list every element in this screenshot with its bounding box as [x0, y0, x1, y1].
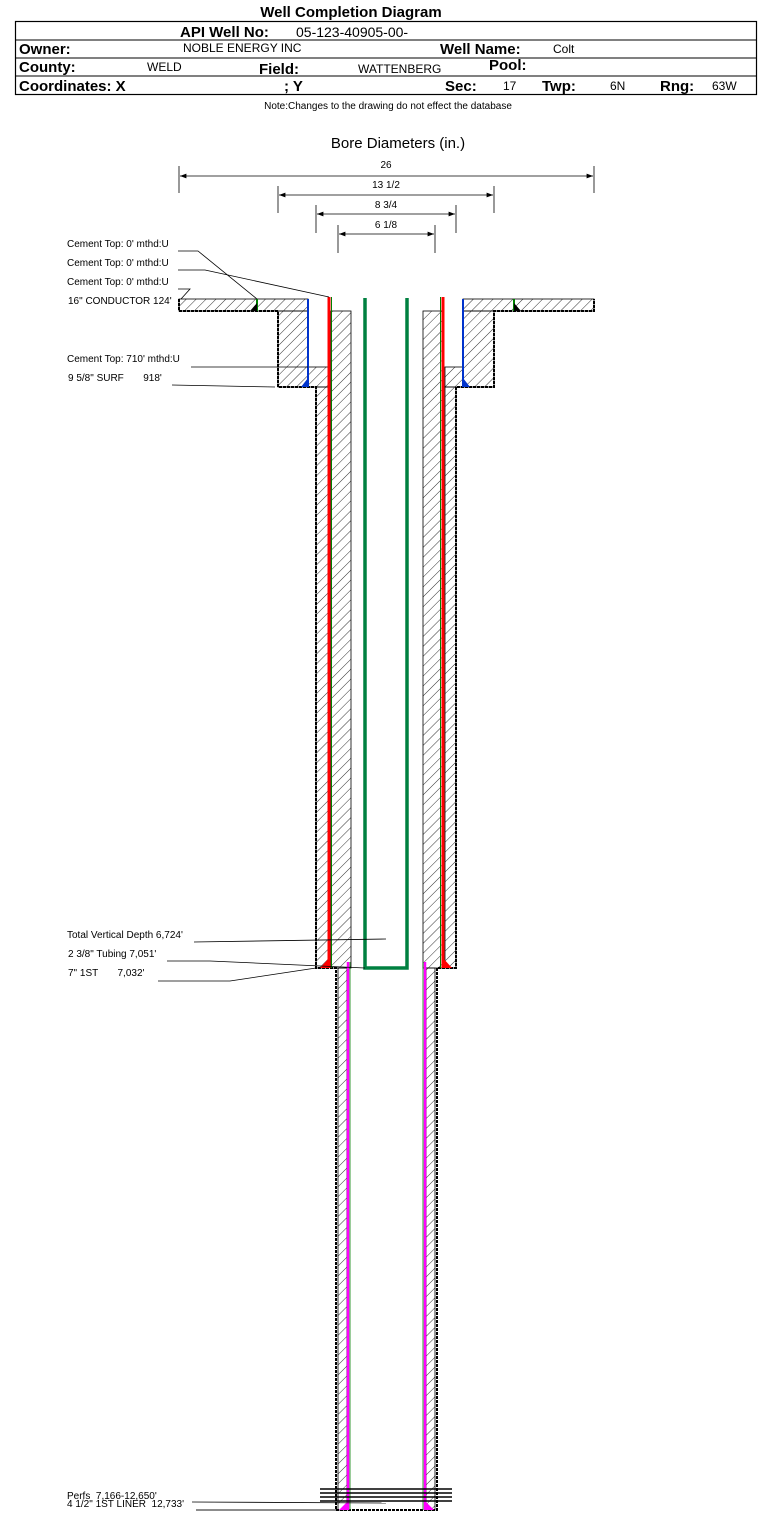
pool-label: Pool:	[489, 57, 527, 74]
perforations	[320, 1488, 452, 1502]
conductor-casing	[250, 299, 521, 311]
label-perfs: Perfs 7,166-12,650'	[67, 1491, 157, 1502]
page-title: Well Completion Diagram	[260, 4, 441, 21]
label-cement-top-1: Cement Top: 0' mthd:U	[67, 239, 169, 250]
label-conductor: 16" CONDUCTOR 124'	[68, 296, 172, 307]
sec-value: 17	[503, 79, 517, 93]
production-casing	[320, 297, 452, 968]
field-value: WATTENBERG	[358, 62, 441, 76]
county-label: County:	[19, 59, 76, 76]
header-table	[14, 20, 758, 96]
label-liner: 4 1/2" 1ST LINER 12,733'	[67, 1499, 184, 1510]
label-cement-top-surface: Cement Top: 710' mthd:U	[67, 354, 180, 365]
twp-label: Twp:	[542, 78, 576, 95]
leader-lines	[158, 250, 387, 1511]
bore-8-3-4: 8 3/4	[375, 200, 398, 211]
owner-value: NOBLE ENERGY INC	[183, 41, 302, 55]
label-cement-top-2: Cement Top: 0' mthd:U	[67, 258, 169, 269]
owner-label: Owner:	[19, 41, 71, 58]
api-value: 05-123-40905-00-	[296, 24, 408, 40]
label-production-casing: 7" 1ST 7,032'	[68, 968, 145, 979]
well-name-label: Well Name:	[440, 41, 521, 58]
field-label: Field:	[259, 61, 299, 78]
borehole-outline	[178, 299, 595, 1511]
bore-dimension-lines	[178, 166, 595, 253]
cement-hatch	[178, 298, 595, 1511]
surface-casing	[301, 299, 470, 387]
bore-13-1-2: 13 1/2	[372, 180, 400, 191]
bore-6-1-8: 6 1/8	[375, 220, 398, 231]
note: Note:Changes to the drawing do not effec…	[264, 101, 512, 112]
well-name-value: Colt	[553, 42, 575, 56]
label-tubing: 2 3/8" Tubing 7,051'	[68, 949, 156, 960]
twp-value: 6N	[610, 79, 625, 93]
rng-label: Rng:	[660, 78, 694, 95]
coordinates-x-label: Coordinates: X	[19, 78, 126, 95]
tubing	[363, 298, 409, 970]
bore-diameters-title: Bore Diameters (in.)	[331, 135, 465, 152]
county-value: WELD	[147, 60, 182, 74]
api-label: API Well No:	[180, 24, 269, 41]
rng-value: 63W	[712, 79, 737, 93]
coordinates-y-label: ; Y	[284, 78, 303, 95]
liner	[339, 962, 434, 1510]
bore-26: 26	[380, 160, 392, 171]
sec-label: Sec:	[445, 78, 477, 95]
label-surface-casing: 9 5/8" SURF 918'	[68, 373, 162, 384]
label-cement-top-3: Cement Top: 0' mthd:U	[67, 277, 169, 288]
label-total-vertical-depth: Total Vertical Depth 6,724'	[67, 930, 183, 941]
